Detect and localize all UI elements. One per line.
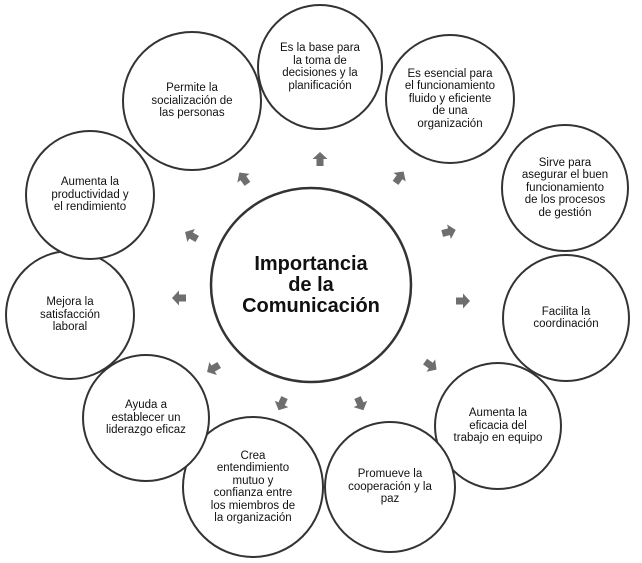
node-trabajo-equipo-label: Aumenta la eficacia del trabajo en equip… [453,407,543,445]
node-coordinacion-label: Facilita la coordinación [533,305,599,331]
node-cooperacion-circle [324,421,456,553]
node-socializacion-circle [122,31,262,171]
node-trabajo-equipo-circle [434,362,562,490]
arrow-icon [185,229,199,243]
arrow-icon [456,293,470,309]
center-title: Importancia de la Comunicación [242,252,380,317]
node-liderazgo-label: Ayuda a establecer un liderazgo eficaz [106,399,186,437]
node-confianza-circle [182,416,324,558]
node-confianza-label: Crea entendimiento mutuo y confianza ent… [210,449,296,525]
node-socializacion-label: Permite la socialización de las personas [151,82,233,120]
node-procesos-gestion-circle [501,124,629,252]
node-satisfaccion-label: Mejora la satisfacción laboral [39,296,101,334]
arrow-icon [423,358,437,372]
node-procesos-gestion-label: Sirve para asegurar el buen funcionamien… [521,156,609,219]
node-coordinacion-circle [502,254,630,382]
arrow-icon [274,396,289,411]
arrow-icon [172,290,186,306]
node-organizacion-circle [385,34,515,164]
node-productividad-label: Aumenta la productividad y el rendimient… [51,176,129,214]
center-circle [209,186,413,384]
node-decisiones-circle [257,4,383,130]
arrow-icon [441,224,456,239]
node-liderazgo-circle [82,354,210,482]
arrow-icon [237,172,251,186]
outer-circles [5,4,630,558]
arrow-icon [392,171,406,185]
arrow-icon [312,152,328,166]
node-productividad-circle [25,130,155,260]
arrow-icon [207,361,221,375]
node-cooperacion-label: Promueve la cooperación y la paz [348,468,432,506]
node-organizacion-label: Es esencial para el funcionamiento fluid… [404,67,496,130]
arrow-icon [353,396,368,411]
arrows [172,152,470,411]
node-decisiones-label: Es la base para la toma de decisiones y … [280,42,360,92]
